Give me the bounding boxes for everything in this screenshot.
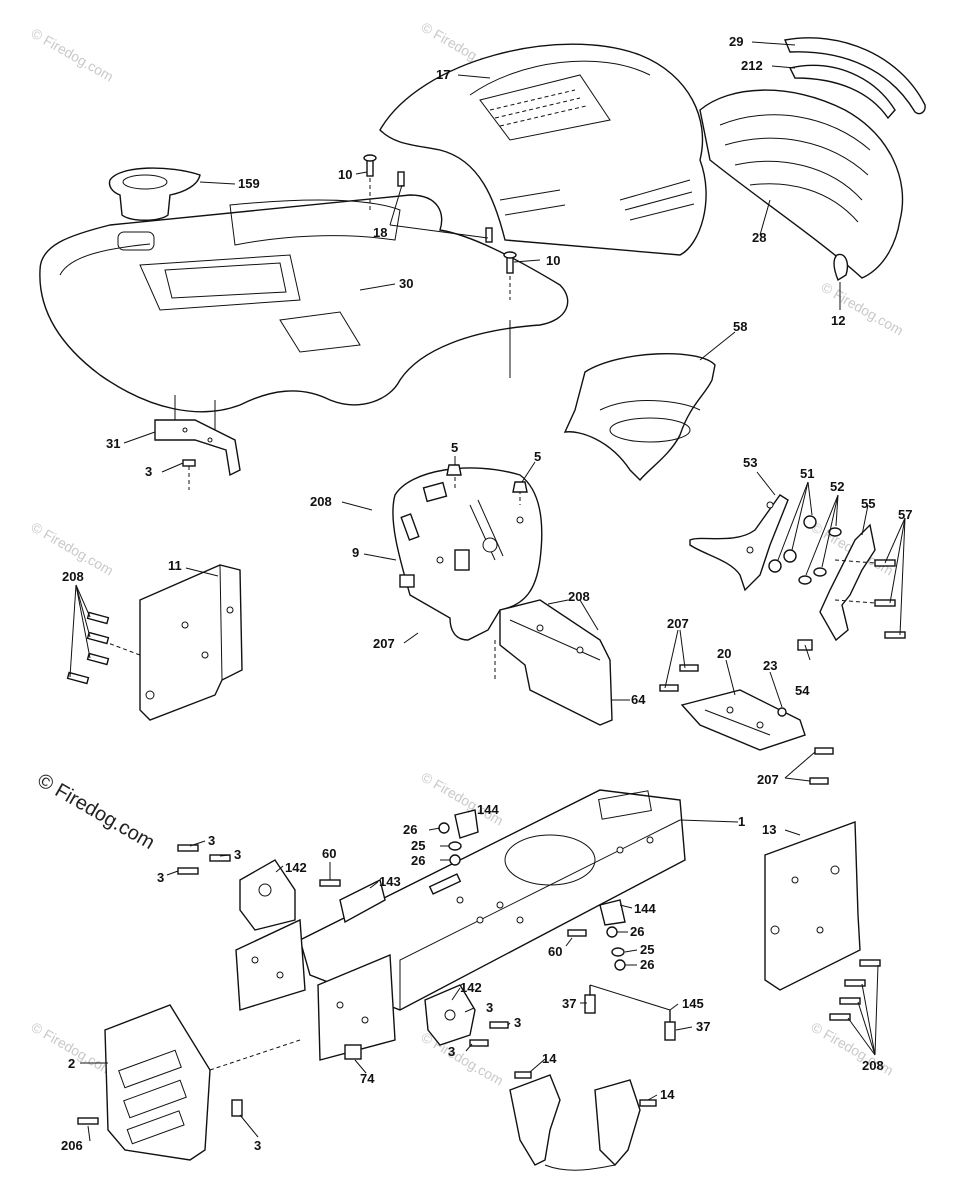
hardware-51-52 <box>768 515 842 585</box>
plate-142-left <box>239 859 296 931</box>
callout-25b: 25 <box>640 942 654 957</box>
watermark-main: © Firedog.com <box>34 769 159 854</box>
callout-10a: 10 <box>338 167 352 182</box>
panel-20 <box>659 664 834 785</box>
watermark-faint: © Firedog.com <box>29 25 117 85</box>
callout-3g: 3 <box>448 1044 455 1059</box>
callout-58: 58 <box>733 319 747 334</box>
hood-trim-212 <box>788 64 896 120</box>
bracket-53 <box>689 494 789 592</box>
dash-panel-9 <box>392 467 543 641</box>
leader-lines <box>69 41 906 1142</box>
callout-159: 159 <box>238 176 260 191</box>
callout-53: 53 <box>743 455 757 470</box>
callout-3h: 3 <box>254 1138 261 1153</box>
callout-208d: 208 <box>862 1058 884 1073</box>
callout-20: 20 <box>717 646 731 661</box>
callout-55: 55 <box>861 496 875 511</box>
callout-28: 28 <box>752 230 766 245</box>
callout-25a: 25 <box>411 838 425 853</box>
callout-26c: 26 <box>630 924 644 939</box>
callout-1: 1 <box>738 814 745 829</box>
callout-3d: 3 <box>157 870 164 885</box>
watermark-faint: © Firedog.com <box>819 279 907 339</box>
grille-28 <box>699 89 904 279</box>
callout-26a: 26 <box>403 822 417 837</box>
hood-fasteners <box>363 154 517 300</box>
callout-60a: 60 <box>322 846 336 861</box>
callout-26d: 26 <box>640 957 654 972</box>
heat-shield-58 <box>563 353 716 482</box>
callout-labels: 29 212 17 159 10 18 28 10 30 12 58 5 5 3… <box>61 34 912 1153</box>
bolts-3-60 <box>177 844 587 1047</box>
frame-1 <box>299 789 686 1011</box>
callout-31: 31 <box>106 436 120 451</box>
part-74 <box>344 1044 362 1060</box>
callout-26b: 26 <box>411 853 425 868</box>
callout-212: 212 <box>741 58 763 73</box>
callout-23: 23 <box>763 658 777 673</box>
callout-11: 11 <box>168 558 182 573</box>
callout-14a: 14 <box>542 1051 557 1066</box>
bolts-208-left <box>66 611 110 685</box>
nuts-5 <box>446 464 528 493</box>
callout-145: 145 <box>682 996 704 1011</box>
callout-142b: 142 <box>460 980 482 995</box>
callout-54: 54 <box>795 683 810 698</box>
callout-37b: 37 <box>696 1019 710 1034</box>
callout-13: 13 <box>762 822 776 837</box>
callout-208a: 208 <box>310 494 332 509</box>
callout-3e: 3 <box>486 1000 493 1015</box>
callout-207a: 207 <box>373 636 395 651</box>
hood-trim-29 <box>784 37 926 115</box>
callout-143: 143 <box>379 874 401 889</box>
brackets-14 <box>509 1071 657 1171</box>
callout-3a: 3 <box>145 464 152 479</box>
callout-5b: 5 <box>534 449 541 464</box>
callout-208c: 208 <box>568 589 590 604</box>
rod-145 <box>584 984 676 1041</box>
bracket-31 <box>154 419 241 490</box>
latch-12 <box>833 253 849 282</box>
callout-37a: 37 <box>562 996 576 1011</box>
callout-206: 206 <box>61 1138 83 1153</box>
callout-52: 52 <box>830 479 844 494</box>
side-panel-13 <box>764 821 881 1021</box>
callout-144a: 144 <box>477 802 499 817</box>
callout-2: 2 <box>68 1056 75 1071</box>
fender-30 <box>39 194 569 445</box>
callout-17: 17 <box>436 67 450 82</box>
cupholder-159 <box>108 167 201 221</box>
plate-142-right <box>424 984 476 1046</box>
callout-30: 30 <box>399 276 413 291</box>
callout-18: 18 <box>373 225 387 240</box>
callout-14b: 14 <box>660 1087 675 1102</box>
callout-29: 29 <box>729 34 743 49</box>
callout-3f: 3 <box>514 1015 521 1030</box>
callout-51: 51 <box>800 466 814 481</box>
callout-3b: 3 <box>208 833 215 848</box>
callout-64: 64 <box>631 692 646 707</box>
callout-142a: 142 <box>285 860 307 875</box>
callout-144b: 144 <box>634 901 656 916</box>
callout-57: 57 <box>898 507 912 522</box>
callout-207b: 207 <box>667 616 689 631</box>
callout-207c: 207 <box>757 772 779 787</box>
front-bracket-2 <box>77 1004 301 1161</box>
bracket-143 <box>339 878 386 924</box>
callout-5a: 5 <box>451 440 458 455</box>
dash-support-64 <box>494 599 613 726</box>
callout-9: 9 <box>352 545 359 560</box>
plate-center-lower <box>317 953 396 1061</box>
callout-3c: 3 <box>234 847 241 862</box>
plate-left-lower <box>235 918 306 1011</box>
callout-74: 74 <box>360 1071 375 1086</box>
hood-17 <box>379 43 707 256</box>
callout-60b: 60 <box>548 944 562 959</box>
side-panel-11 <box>99 564 243 721</box>
callout-208b: 208 <box>62 569 84 584</box>
callout-10b: 10 <box>546 253 560 268</box>
callout-12: 12 <box>831 313 845 328</box>
